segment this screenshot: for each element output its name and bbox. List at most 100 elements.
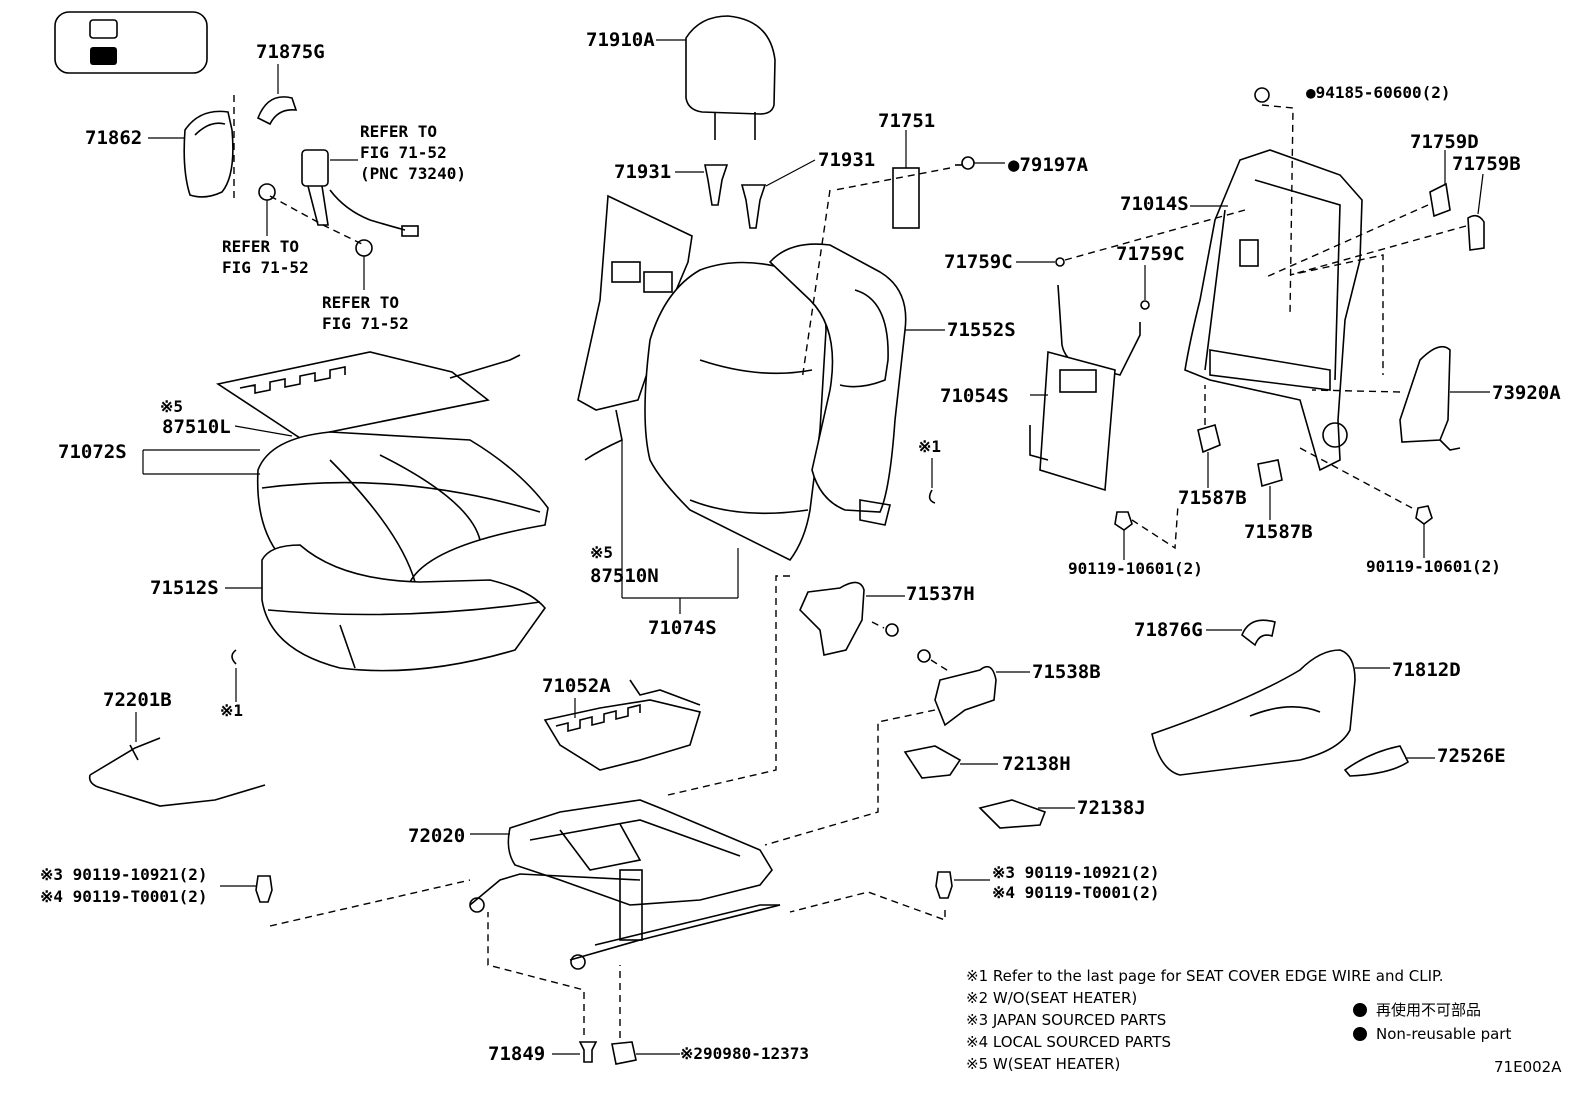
label-72201B: 72201B [103, 689, 172, 711]
part-72020-seat-track [469, 799, 781, 970]
label-71537H: 71537H [906, 583, 975, 605]
part-71875G-clip [233, 64, 298, 200]
label-90980-12373: ※290980-12373 [680, 1044, 809, 1063]
label-79197A: ●79197A [1008, 154, 1089, 176]
label-refer-1a: REFER TO [360, 122, 437, 141]
label-bolt-left-1: ※3 90119-10921(2) [40, 865, 208, 884]
symbol-filled-circle-en [1353, 1027, 1367, 1041]
label-71552S: 71552S [947, 319, 1016, 341]
label-71054S: 71054S [940, 385, 1009, 407]
part-71931-guides [675, 159, 816, 229]
part-71014S-frame [1184, 149, 1363, 472]
part-71512S-cushion-pad [261, 544, 547, 672]
part-90980-connector [611, 965, 680, 1065]
part-71072S-cushion-cover [256, 431, 549, 584]
figure-code: 71E002A [1494, 1058, 1562, 1076]
part-71759D-71759B [1263, 150, 1485, 375]
edge-clip-middle [928, 489, 936, 504]
label-87510L: 87510L [162, 416, 231, 438]
label-71759B: 71759B [1452, 153, 1521, 175]
leader-71538B-rail [764, 709, 936, 846]
label-72138H: 72138H [1002, 753, 1071, 775]
label-71812D: 71812D [1392, 659, 1461, 681]
label-71931-a: 71931 [614, 161, 671, 183]
label-72526E: 72526E [1437, 745, 1506, 767]
part-71910A-headrest [656, 15, 776, 140]
part-72526E-cap [1343, 745, 1435, 777]
part-79197A-bolt [834, 156, 1005, 191]
part-71552S-back-pad [768, 189, 945, 526]
part-71538B-bracket [917, 649, 1030, 727]
label-71875G: 71875G [256, 41, 325, 63]
part-73920A-side-cover [1311, 345, 1490, 451]
part-71587B-brackets [1197, 385, 1283, 520]
label-refer-1c: (PNC 73240) [360, 164, 466, 183]
symbol-legend-en: Non-reusable part [1376, 1025, 1511, 1043]
note-2: ※2 W/O(SEAT HEATER) [966, 989, 1137, 1007]
part-71812D-armrest [1151, 649, 1390, 776]
part-71751-bracket [892, 130, 920, 229]
part-71759C-clips [1016, 209, 1246, 310]
label-bolt-right-2: ※4 90119-T0001(2) [992, 883, 1160, 902]
symbol-filled-circle-jp [1353, 1003, 1367, 1017]
label-bolt-right-1: ※3 90119-10921(2) [992, 863, 1160, 882]
label-71759C-b: 71759C [1116, 243, 1185, 265]
part-90119-10921-bolt-left [220, 875, 471, 927]
label-71862: 71862 [85, 127, 142, 149]
part-seatbelt-buckle [258, 149, 419, 290]
note-4: ※4 LOCAL SOURCED PARTS [966, 1033, 1171, 1051]
part-87510L-heater [215, 351, 521, 439]
label-71538B: 71538B [1032, 661, 1101, 683]
note-3: ※3 JAPAN SOURCED PARTS [966, 1011, 1166, 1029]
label-71759C-a: 71759C [944, 251, 1013, 273]
part-71876G-clip [1206, 619, 1276, 647]
label-71587B-a: 71587B [1178, 487, 1247, 509]
part-94185-nut [1254, 87, 1294, 316]
note-5: ※5 W(SEAT HEATER) [966, 1055, 1120, 1073]
label-71014S: 71014S [1120, 193, 1189, 215]
label-refer-2b: FIG 71-52 [222, 258, 309, 277]
label-refer-3b: FIG 71-52 [322, 314, 409, 333]
label-refer-3a: REFER TO [322, 293, 399, 312]
note-1: ※1 Refer to the last page for SEAT COVER… [966, 967, 1443, 985]
part-72138J [978, 799, 1075, 829]
label-71052A: 71052A [542, 675, 611, 697]
part-87510N-back-heater [577, 194, 693, 598]
leader-71537H-rail [667, 575, 790, 796]
label-refer-2a: REFER TO [222, 237, 299, 256]
legend-filled-square [90, 47, 117, 65]
label-71512S: 71512S [150, 577, 219, 599]
edge-clip-left [231, 649, 237, 665]
part-71862-cover [148, 110, 234, 198]
label-x5-a: ※5 [160, 397, 183, 416]
label-90119-10601-a: 90119-10601(2) [1068, 559, 1203, 578]
symbol-legend-jp: 再使用不可部品 [1376, 1001, 1481, 1019]
label-71876G: 71876G [1134, 619, 1203, 641]
label-71759D: 71759D [1410, 131, 1479, 153]
part-71537H-bracket [799, 581, 905, 656]
label-bolt-left-2: ※4 90119-T0001(2) [40, 887, 208, 906]
part-90119-10601-bolts [1114, 447, 1433, 560]
part-71074S-back-cover [622, 261, 827, 614]
part-71052A-spring [543, 679, 702, 771]
part-72138H [903, 745, 998, 779]
label-94185-60600: ●94185-60600(2) [1306, 83, 1451, 102]
label-x1-a: ※1 [918, 437, 941, 456]
label-refer-1b: FIG 71-52 [360, 143, 447, 162]
label-71072S: 71072S [58, 441, 127, 463]
label-x5-b: ※5 [590, 543, 613, 562]
part-90119-10921-bolt-right [789, 871, 990, 921]
label-71910A: 71910A [586, 29, 655, 51]
label-87510N: 87510N [590, 565, 659, 587]
label-73920A: 73920A [1492, 382, 1561, 404]
label-90119-10601-b: 90119-10601(2) [1366, 557, 1501, 576]
label-71587B-b: 71587B [1244, 521, 1313, 543]
label-x1-b: ※1 [220, 701, 243, 720]
legend-box [54, 11, 208, 74]
legend-open-square [89, 19, 118, 39]
label-72020: 72020 [408, 825, 465, 847]
part-72201B-wire [88, 712, 266, 807]
label-71074S: 71074S [648, 617, 717, 639]
label-72138J: 72138J [1077, 797, 1146, 819]
